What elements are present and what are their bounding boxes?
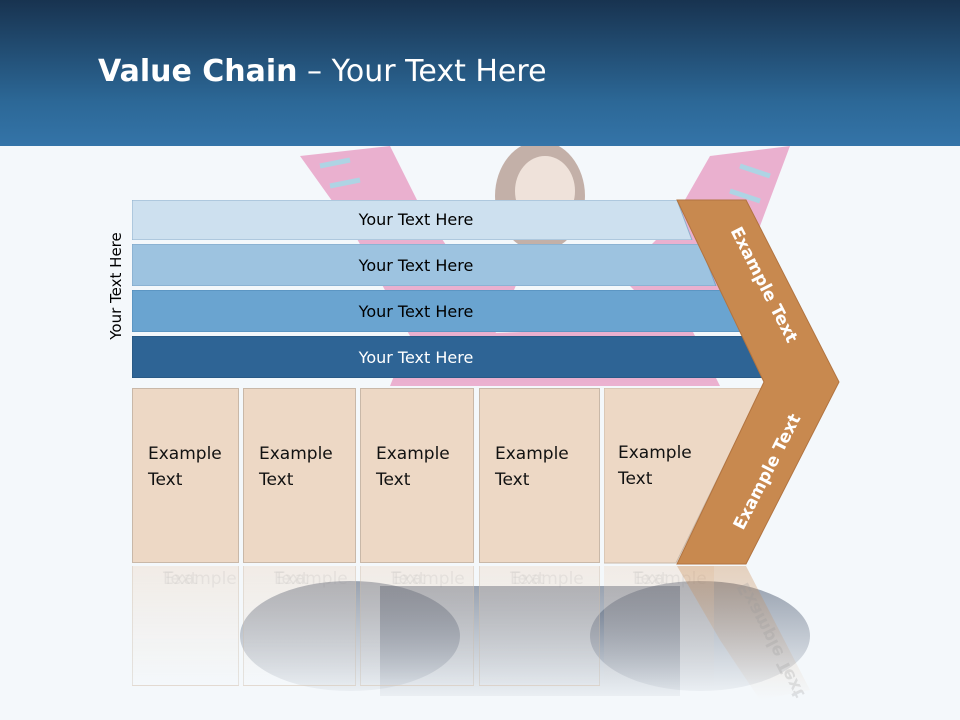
bar-1-label: Your Text Here xyxy=(358,210,474,229)
bar-1: Your Text Here xyxy=(132,200,697,240)
bar-3: Your Text Here xyxy=(132,290,744,332)
bar-2: Your Text Here xyxy=(132,244,722,286)
side-label: Your Text Here xyxy=(107,232,125,340)
slide-title: Value Chain – Your Text Here xyxy=(98,54,547,89)
bar-3-label: Your Text Here xyxy=(358,302,474,321)
header-band xyxy=(0,0,960,146)
bar-2-label: Your Text Here xyxy=(358,256,474,275)
bar-4: Your Text Here xyxy=(132,336,768,378)
bar-4-label: Your Text Here xyxy=(358,348,474,367)
